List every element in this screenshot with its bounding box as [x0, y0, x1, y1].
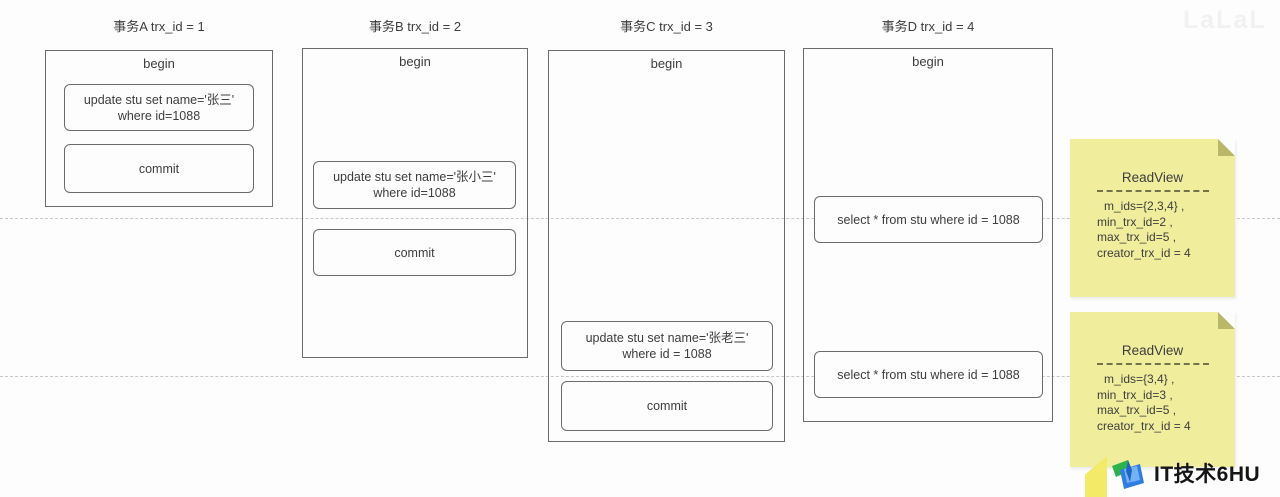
watermark-text: LaLaL	[1183, 6, 1267, 34]
transaction-c-begin-label: begin	[650, 56, 683, 71]
statement-text-line: where id=1088	[373, 186, 456, 200]
readview-2-title: ReadView	[1121, 343, 1184, 358]
statement-text-line: commit	[138, 161, 180, 176]
readview-m-ids: m_ids={3,4} ,	[1104, 372, 1175, 386]
readview-1-separator	[1096, 190, 1209, 192]
transaction-d-begin-label: begin	[912, 54, 944, 69]
statement-text-line: update stu set name='张老三'	[585, 331, 749, 345]
statement-text-line: update stu set name='张小三'	[333, 170, 496, 184]
transaction-c-title: 事务C trx_id = 3	[620, 19, 713, 34]
transaction-c-update-statement: update stu set name='张老三' where id = 108…	[561, 321, 773, 371]
transaction-c-commit-statement: commit	[561, 381, 773, 431]
readview-min-trx-id: min_trx_id=3 ,	[1097, 387, 1173, 402]
readview-m-ids: m_ids={2,3,4} ,	[1104, 199, 1185, 213]
readview-1-title: ReadView	[1121, 170, 1184, 185]
transaction-d-first-select-statement: select * from stu where id = 1088	[814, 196, 1043, 243]
readview-max-trx-id: max_trx_id=5 ,	[1097, 403, 1177, 417]
transaction-a-container: begin update stu set name='张三' where id=…	[45, 50, 273, 207]
readview-1-values: m_ids={2,3,4} , min_trx_id=2 , max_trx_i…	[1070, 199, 1235, 261]
transaction-b-update-statement: update stu set name='张小三' where id=1088	[313, 161, 516, 209]
readview-2-separator	[1096, 363, 1209, 365]
statement-text-line: commit	[646, 399, 688, 413]
transaction-b-commit-statement: commit	[313, 229, 516, 276]
folded-corner-icon	[1218, 312, 1235, 329]
transaction-b-container: begin update stu set name='张小三' where id…	[302, 48, 528, 358]
readview-max-trx-id: max_trx_id=5 ,	[1097, 230, 1177, 244]
transaction-b-title: 事务B trx_id = 2	[368, 19, 462, 34]
site-logo: IT技术6HU	[1110, 456, 1260, 490]
transaction-d-title: 事务D trx_id = 4	[881, 19, 975, 34]
readview-2-values: m_ids={3,4} , min_trx_id=3 , max_trx_id=…	[1070, 372, 1235, 434]
transaction-a-title: 事务A trx_id = 1	[113, 19, 205, 34]
transaction-a-begin-label: begin	[143, 56, 175, 71]
logo-text: IT技术6HU	[1154, 463, 1261, 486]
readview-note-2: ReadView m_ids={3,4} , min_trx_id=3 , ma…	[1070, 312, 1235, 467]
transaction-a-commit-statement: commit	[64, 144, 254, 193]
folded-corner-icon	[1218, 139, 1235, 156]
statement-text-line: where id=1088	[117, 108, 201, 123]
timeline-line-second-select	[0, 376, 1280, 377]
timeline-line-first-select	[0, 218, 1280, 219]
transaction-b-begin-label: begin	[399, 54, 431, 69]
statement-text-line: where id = 1088	[622, 347, 712, 361]
readview-note-1: ReadView m_ids={2,3,4} , min_trx_id=2 , …	[1070, 139, 1235, 297]
readview-creator-trx-id: creator_trx_id = 4	[1097, 245, 1191, 260]
readview-creator-trx-id: creator_trx_id = 4	[1097, 418, 1191, 433]
transaction-d-container: begin select * from stu where id = 1088 …	[803, 48, 1053, 422]
transaction-d-second-select-statement: select * from stu where id = 1088	[814, 351, 1043, 398]
transaction-a-update-statement: update stu set name='张三' where id=1088	[64, 84, 254, 131]
statement-text-line: select * from stu where id = 1088	[837, 367, 1020, 382]
statement-text-line: select * from stu where id = 1088	[837, 212, 1020, 227]
statement-text-line: update stu set name='张三'	[83, 92, 235, 107]
readview-min-trx-id: min_trx_id=2 ,	[1097, 214, 1173, 229]
logo-book-icon	[1112, 460, 1144, 489]
statement-text-line: commit	[394, 245, 435, 260]
transaction-c-container: begin update stu set name='张老三' where id…	[548, 50, 785, 442]
